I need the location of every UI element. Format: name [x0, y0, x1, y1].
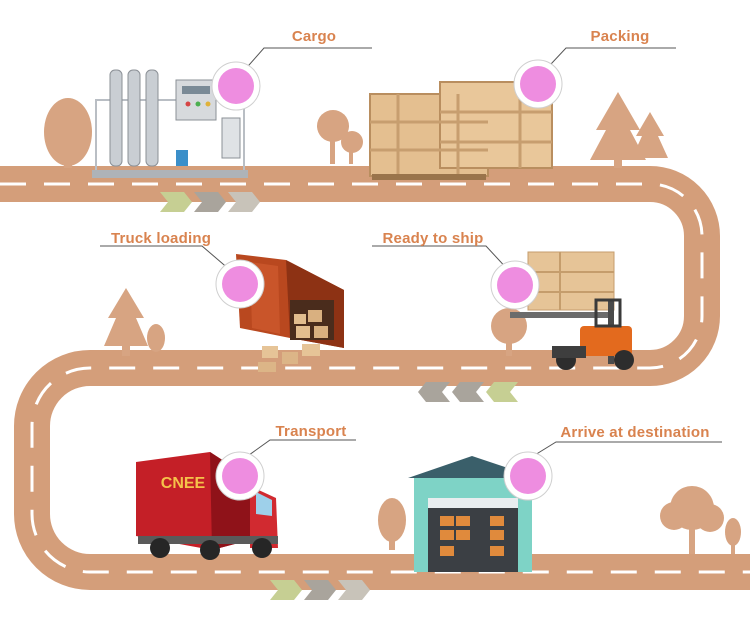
step-label-transport: Transport	[276, 423, 347, 440]
step-packing: Packing	[514, 28, 676, 108]
step-cargo: Cargo	[212, 28, 372, 110]
step-marker-dot	[510, 458, 546, 494]
step-marker-dot	[497, 267, 533, 303]
tree-icon	[317, 110, 363, 164]
direction-arrows-2	[418, 382, 518, 402]
step-marker-dot	[222, 458, 258, 494]
step-marker-dot	[520, 66, 556, 102]
step-marker-dot	[222, 266, 258, 302]
step-label-packing: Packing	[591, 28, 650, 45]
step-label-truck-loading: Truck loading	[111, 230, 211, 247]
direction-arrows-1	[160, 192, 260, 212]
step-marker-dot	[218, 68, 254, 104]
pine-tree-icon	[104, 288, 148, 356]
tree-icon	[378, 498, 406, 550]
tree-icon	[147, 324, 165, 352]
step-label-arrive: Arrive at destination	[560, 424, 709, 441]
step-ready-to-ship: Ready to ship	[372, 230, 539, 309]
tree-icon	[44, 98, 92, 168]
pine-tree-icon	[632, 112, 668, 158]
step-transport: Transport	[216, 423, 356, 500]
direction-arrows-3	[270, 580, 370, 600]
truck-brand-text: CNEE	[161, 475, 206, 492]
step-label-cargo: Cargo	[292, 28, 336, 45]
step-label-ready-to-ship: Ready to ship	[383, 230, 484, 247]
tree-icon	[660, 486, 724, 554]
tree-icon	[725, 518, 741, 554]
